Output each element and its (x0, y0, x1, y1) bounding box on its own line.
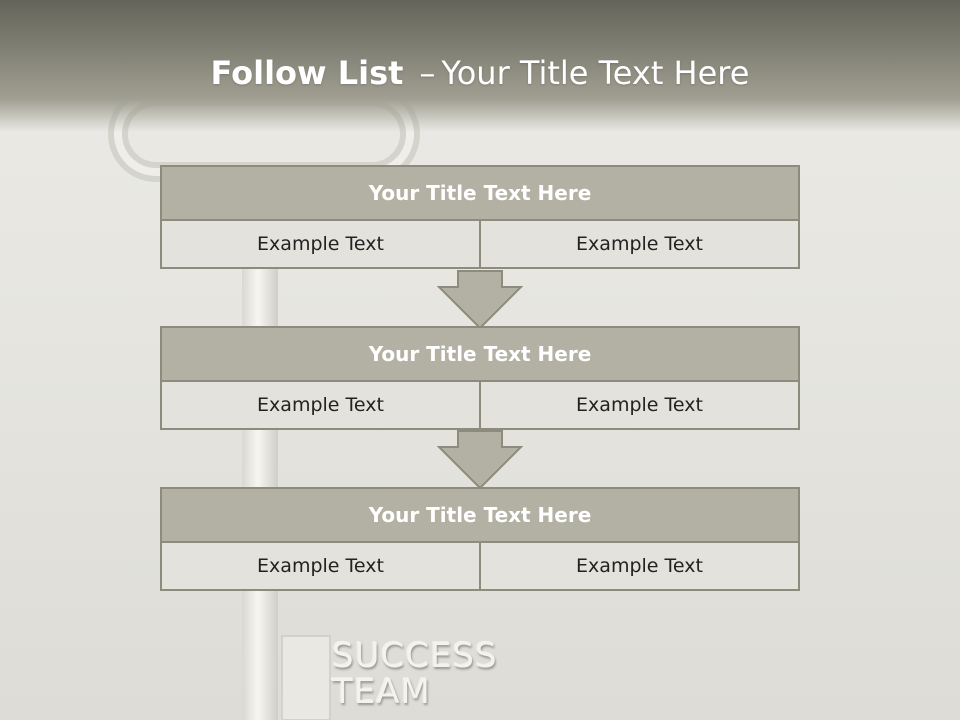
slide-title-separator: – (419, 54, 436, 92)
step-3-title: Your Title Text Here (160, 487, 800, 543)
step-1-row: Example Text Example Text (160, 219, 800, 269)
step-1-title: Your Title Text Here (160, 165, 800, 221)
step-3-right-cell: Example Text (479, 541, 800, 591)
slide-title: Follow List–Your Title Text Here (0, 54, 960, 92)
step-2-title: Your Title Text Here (160, 326, 800, 382)
success-team-brand: SUCCESS TEAM (332, 638, 498, 710)
step-panel-1: Your Title Text Here Example Text Exampl… (160, 165, 800, 269)
slide-title-rest: Your Title Text Here (441, 54, 750, 92)
step-panel-2: Your Title Text Here Example Text Exampl… (160, 326, 800, 430)
step-2-left-cell: Example Text (160, 380, 481, 430)
slide-title-bold: Follow List (210, 54, 404, 92)
step-1-left-cell: Example Text (160, 219, 481, 269)
step-3-left-cell: Example Text (160, 541, 481, 591)
header-band (0, 0, 960, 132)
step-3-row: Example Text Example Text (160, 541, 800, 591)
step-1-right-cell: Example Text (479, 219, 800, 269)
down-arrow-icon (437, 270, 523, 330)
step-2-right-cell: Example Text (479, 380, 800, 430)
brand-line-2: TEAM (332, 672, 431, 712)
brand-line-1: SUCCESS (332, 636, 498, 676)
step-panel-3: Your Title Text Here Example Text Exampl… (160, 487, 800, 591)
down-arrow-icon (437, 430, 523, 490)
step-2-row: Example Text Example Text (160, 380, 800, 430)
